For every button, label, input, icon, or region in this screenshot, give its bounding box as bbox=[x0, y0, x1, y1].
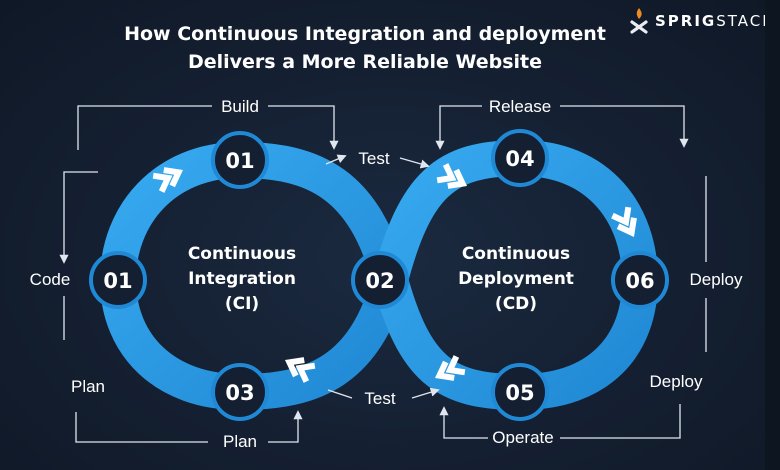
cd-line-3: (CD) bbox=[495, 294, 537, 314]
title-line-1: How Continuous Integration and deploymen… bbox=[124, 23, 606, 45]
chevron-icon bbox=[152, 167, 184, 193]
node-center-number: 02 bbox=[365, 269, 394, 293]
right-edge-strip bbox=[765, 0, 780, 470]
ci-caption: Continuous Integration (CI) bbox=[188, 244, 296, 314]
label-plan-bottom: Plan bbox=[223, 432, 257, 451]
node-deploy-number: 06 bbox=[625, 269, 654, 293]
node-code: 01 bbox=[89, 251, 147, 309]
label-test-top: Test bbox=[358, 149, 389, 168]
node-operate: 05 bbox=[491, 363, 549, 421]
brand-logo: SPRIGSTACK bbox=[628, 4, 774, 38]
flow-connectors bbox=[59, 105, 707, 443]
node-build: 01 bbox=[211, 131, 269, 189]
label-deploy-lower: Deploy bbox=[650, 372, 703, 391]
chevron-arrows bbox=[152, 163, 637, 383]
label-build: Build bbox=[221, 97, 259, 116]
brand-name-part-2: STACK bbox=[716, 12, 775, 30]
ci-line-1: Continuous bbox=[188, 244, 296, 264]
node-release: 04 bbox=[491, 129, 549, 187]
node-operate-number: 05 bbox=[505, 381, 534, 405]
chevron-icon bbox=[436, 163, 468, 189]
title-line-2: Delivers a More Reliable Website bbox=[187, 51, 543, 73]
label-release: Release bbox=[489, 97, 551, 116]
label-operate: Operate bbox=[492, 428, 553, 447]
cd-line-1: Continuous bbox=[462, 244, 570, 264]
cd-caption: Continuous Deployment (CD) bbox=[458, 244, 574, 314]
sprigstack-logo-icon bbox=[630, 8, 648, 34]
chevron-icon bbox=[611, 206, 637, 238]
node-code-number: 01 bbox=[103, 269, 132, 293]
page-title: How Continuous Integration and deploymen… bbox=[60, 20, 670, 76]
node-center: 02 bbox=[351, 251, 409, 309]
node-deploy: 06 bbox=[611, 251, 669, 309]
label-plan-left: Plan bbox=[71, 377, 105, 396]
label-deploy-right: Deploy bbox=[690, 270, 743, 289]
chevron-icon bbox=[284, 357, 316, 383]
node-plan-number: 03 bbox=[225, 381, 254, 405]
node-build-number: 01 bbox=[225, 149, 254, 173]
chevron-icon bbox=[434, 355, 466, 381]
ci-line-3: (CI) bbox=[225, 294, 259, 314]
label-test-bottom: Test bbox=[364, 389, 395, 408]
cd-line-2: Deployment bbox=[458, 269, 574, 289]
brand-name: SPRIGSTACK bbox=[655, 12, 774, 30]
brand-name-part-1: SPRIG bbox=[655, 12, 717, 30]
node-plan: 03 bbox=[211, 363, 269, 421]
label-code: Code bbox=[30, 270, 71, 289]
ci-line-2: Integration bbox=[188, 269, 296, 289]
node-release-number: 04 bbox=[505, 147, 534, 171]
